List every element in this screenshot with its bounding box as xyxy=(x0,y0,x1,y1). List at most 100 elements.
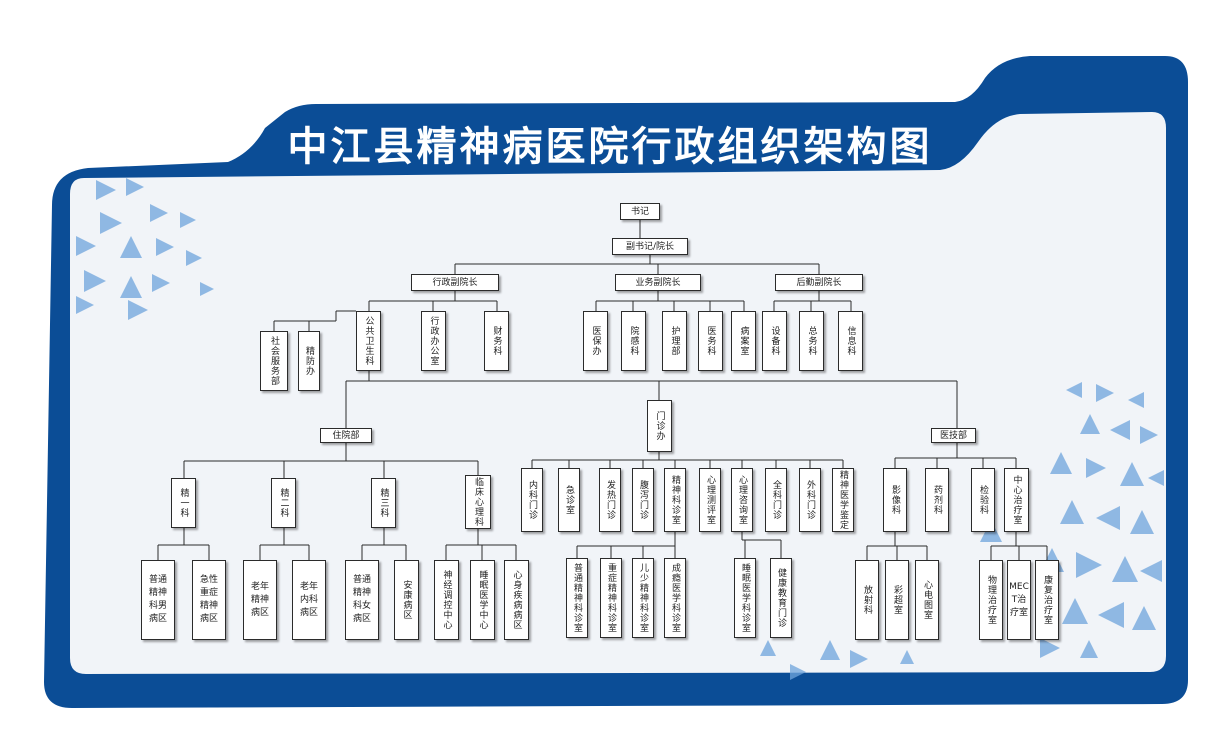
connector-line xyxy=(990,532,1048,560)
triangle xyxy=(1080,640,1098,658)
org-node-label: 影像科 xyxy=(890,485,900,515)
org-node-fangshe: 放射科 xyxy=(855,560,879,640)
connector-line xyxy=(595,291,745,311)
org-node-waike: 外科门诊 xyxy=(799,468,821,532)
triangle xyxy=(128,300,148,320)
org-node-yibao: 医保办 xyxy=(583,311,608,371)
org-node-label: 门诊办 xyxy=(654,411,665,441)
org-node-yuangan: 院感科 xyxy=(621,311,646,371)
org-node-linchuang: 临床心理科 xyxy=(465,475,491,529)
org-node-yewu-fu: 业务副院长 xyxy=(615,274,701,291)
org-node-label: 精二科 xyxy=(278,488,289,518)
org-node-label: 内科门诊 xyxy=(527,480,537,520)
connector-line xyxy=(273,310,356,331)
connector-line xyxy=(183,443,479,478)
org-node-yingxiang: 影像科 xyxy=(883,468,907,532)
triangle xyxy=(152,274,170,292)
inner-panel xyxy=(70,112,1166,674)
org-node-jizhen: 急诊室 xyxy=(558,468,580,532)
org-node-label: 心电图室 xyxy=(922,580,932,620)
org-node-laonian-nei: 老年内科病区 xyxy=(292,560,326,640)
org-node-label: 心理测评室 xyxy=(705,475,715,525)
triangle xyxy=(200,282,214,296)
triangle xyxy=(1096,384,1114,402)
org-node-zhuyuan: 住院部 xyxy=(320,428,372,443)
triangle xyxy=(1060,500,1084,524)
org-node-label: 精神科诊室 xyxy=(670,475,680,525)
org-node-fuxie: 腹泻门诊 xyxy=(632,468,654,532)
org-node-gonggong: 公共卫生科 xyxy=(356,311,381,371)
org-node-label: 院感科 xyxy=(628,326,639,356)
org-node-label: 总务科 xyxy=(806,326,817,356)
org-node-label: 腹泻门诊 xyxy=(638,480,648,520)
org-node-label: 医保办 xyxy=(590,326,601,356)
triangle xyxy=(180,212,196,228)
org-node-yaoji: 药剂科 xyxy=(925,468,949,532)
org-node-label: 精防办 xyxy=(304,346,314,376)
triangle xyxy=(84,270,106,292)
org-node-jingfang: 精防办 xyxy=(298,331,320,391)
triangle xyxy=(1062,598,1088,624)
org-node-putong-zs: 普通精神科诊室 xyxy=(566,558,588,638)
org-node-label: 安康病区 xyxy=(401,580,412,620)
connector-line xyxy=(345,371,958,428)
org-node-label: 发热门诊 xyxy=(605,480,615,520)
triangle xyxy=(1128,392,1144,408)
connector-line xyxy=(576,532,676,558)
org-node-label: 中心治疗室 xyxy=(1011,475,1022,525)
connector-line xyxy=(361,528,407,560)
org-node-jing1: 精一科 xyxy=(171,478,196,528)
org-node-jingshen-jd: 精神医学鉴定 xyxy=(832,468,854,532)
org-node-zhongxin-zl: 中心治疗室 xyxy=(1004,468,1029,532)
org-node-label: MECT治疗室 xyxy=(1009,581,1029,618)
org-node-label: 精三科 xyxy=(378,488,389,518)
org-node-label: 急性重症精神病区 xyxy=(199,575,218,624)
org-node-xinli-cp: 心理测评室 xyxy=(699,468,721,532)
org-node-label: 后勤副院长 xyxy=(796,277,842,288)
org-node-label: 彩超室 xyxy=(892,585,902,615)
decorative-triangles-left xyxy=(76,178,214,320)
org-node-shuimian-zs: 睡眠医学科诊室 xyxy=(734,558,756,638)
org-node-jing2: 精二科 xyxy=(271,478,296,528)
org-node-fare: 发热门诊 xyxy=(599,468,621,532)
triangle xyxy=(900,650,914,664)
org-node-shebei: 设备科 xyxy=(762,311,787,371)
org-node-label: 外科门诊 xyxy=(805,480,815,520)
org-node-label: 设备科 xyxy=(769,326,780,356)
org-node-jing3: 精三科 xyxy=(371,478,396,528)
org-node-fushuji: 副书记/院长 xyxy=(612,238,688,255)
connector-line xyxy=(894,443,1017,468)
connector-line xyxy=(368,291,498,311)
org-node-label: 信息科 xyxy=(845,326,856,356)
triangle xyxy=(1148,470,1164,486)
triangle xyxy=(1110,420,1130,440)
org-node-chengyin-zs: 成瘾医学科诊室 xyxy=(664,558,686,638)
org-node-label: 睡眠医学科诊室 xyxy=(740,563,750,633)
org-node-label: 临床心理科 xyxy=(473,477,483,527)
org-node-label: 药剂科 xyxy=(932,485,942,515)
org-node-label: 普通精神科男病区 xyxy=(148,575,167,624)
org-node-huli: 护理部 xyxy=(662,311,687,371)
org-node-wuli: 物理治疗室 xyxy=(979,560,1003,640)
org-node-label: 老年内科病区 xyxy=(299,581,318,618)
org-node-label: 儿少精神科诊室 xyxy=(638,563,648,633)
org-node-label: 行政办公室 xyxy=(428,316,439,366)
triangle xyxy=(1130,510,1154,534)
org-node-shehui: 社会服务部 xyxy=(260,331,288,391)
triangle xyxy=(1120,462,1144,486)
org-node-label: 检验科 xyxy=(978,485,988,515)
org-node-kangfu: 康复治疗室 xyxy=(1035,560,1059,640)
triangle xyxy=(1076,552,1102,578)
org-node-label: 康复治疗室 xyxy=(1042,575,1052,625)
triangle xyxy=(156,238,174,256)
org-node-xinxi: 信息科 xyxy=(838,311,863,371)
connector-line xyxy=(157,528,210,560)
org-node-mect: MECT治疗室 xyxy=(1007,560,1031,640)
triangle xyxy=(1140,560,1162,582)
org-node-label: 急诊室 xyxy=(564,485,574,515)
org-node-xingzheng-fu: 行政副院长 xyxy=(411,274,499,291)
triangle xyxy=(76,236,96,256)
